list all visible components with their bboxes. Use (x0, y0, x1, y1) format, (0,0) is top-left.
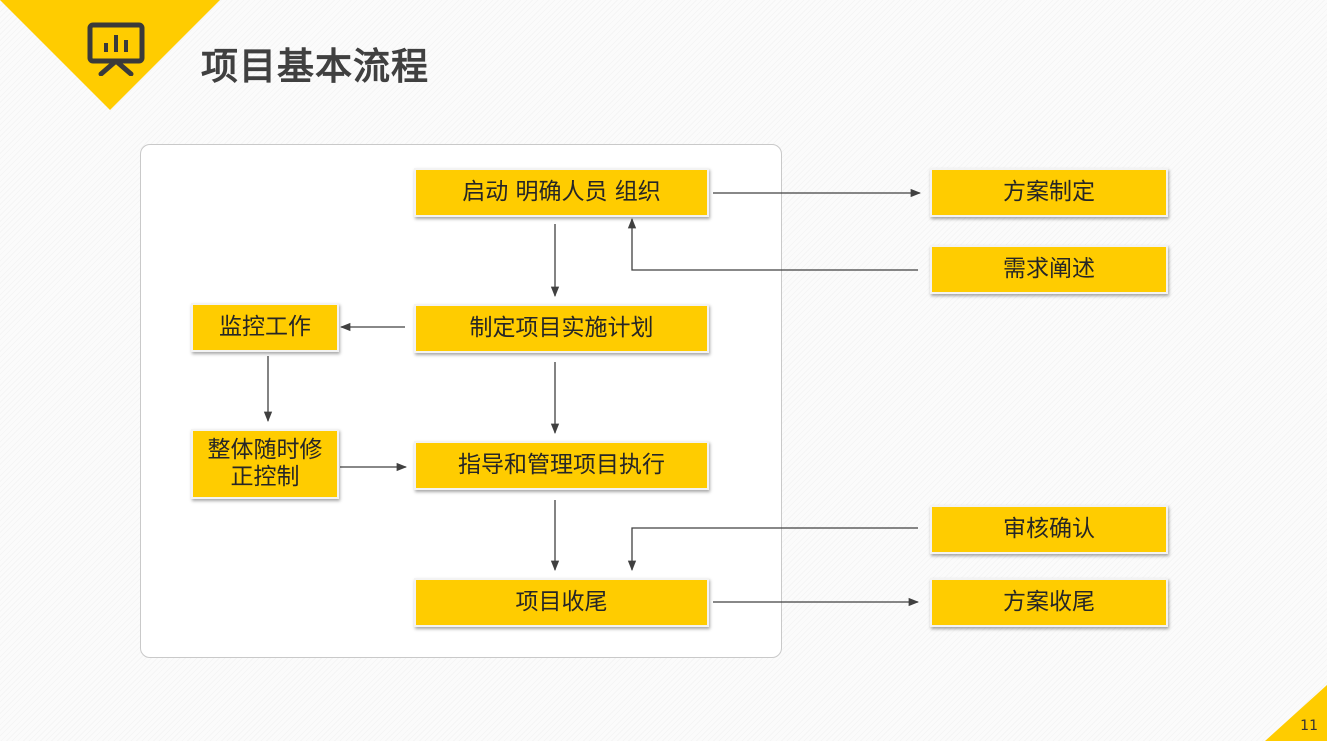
flow-step-adjust: 整体随时修 正控制 (191, 429, 339, 499)
flow-step-close: 项目收尾 (414, 578, 709, 627)
flow-step-plan: 制定项目实施计划 (414, 304, 709, 353)
side-step-review: 审核确认 (930, 505, 1168, 554)
presentation-board-icon (87, 22, 145, 76)
side-step-scheme-close: 方案收尾 (930, 578, 1168, 627)
side-step-requirements: 需求阐述 (930, 245, 1168, 294)
page-number: 11 (1300, 718, 1318, 734)
page-title: 项目基本流程 (201, 45, 429, 88)
flow-step-start: 启动 明确人员 组织 (414, 168, 709, 217)
flow-step-execute: 指导和管理项目执行 (414, 441, 709, 490)
side-step-scheme: 方案制定 (930, 168, 1168, 217)
flow-step-monitor: 监控工作 (191, 303, 339, 352)
